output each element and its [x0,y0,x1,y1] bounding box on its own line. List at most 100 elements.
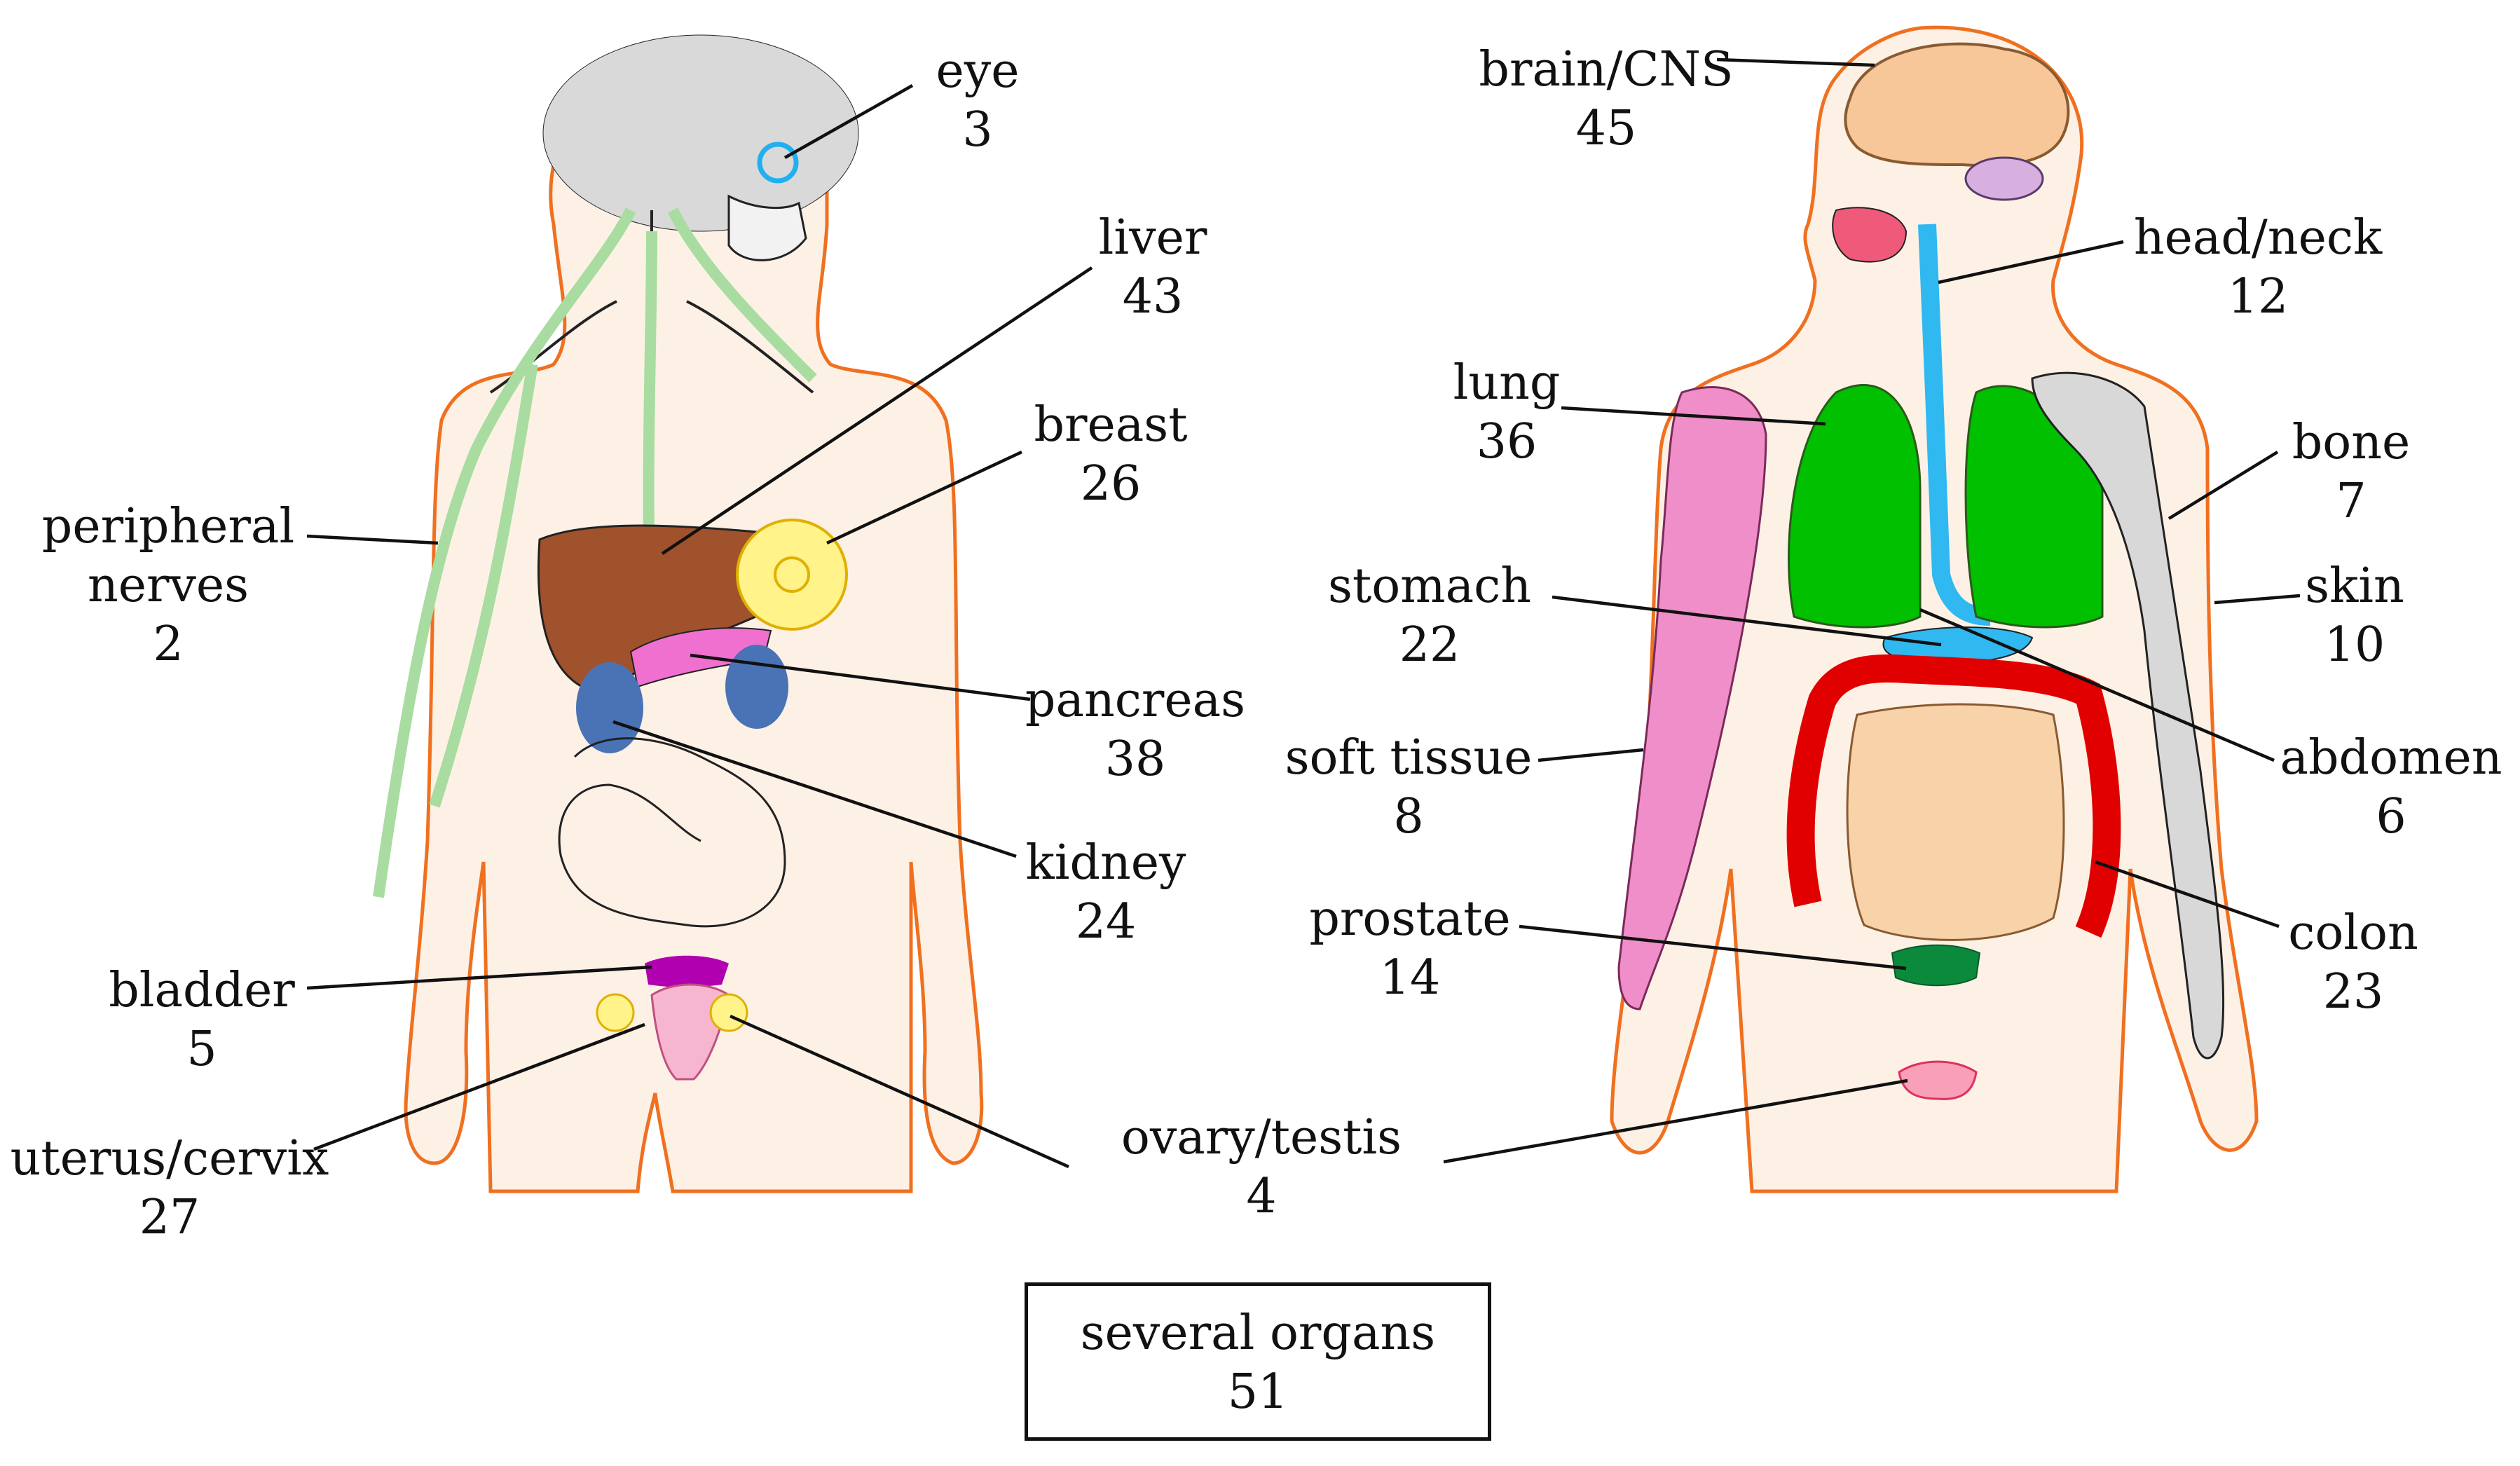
label-brain-cns-count: 45 [1575,101,1637,156]
line-brain [1716,57,1875,67]
label-ovary-testis: ovary/testis 4 [1121,1109,1402,1226]
label-prostate-count: 14 [1379,950,1441,1006]
label-uterus-cervix: uterus/cervix 27 [11,1130,329,1247]
line-lung [1561,406,1826,426]
line-bladder [306,965,652,990]
label-pancreas-count: 38 [1104,732,1166,787]
label-kidney-count: 24 [1075,894,1137,950]
skull [542,34,859,232]
label-stomach-count: 22 [1399,617,1460,673]
label-colon-name: colon [2288,905,2418,961]
nerve-network [373,207,817,898]
intestine-shape [558,737,786,928]
label-peripheral-nerves-name-2: nerves [87,558,249,613]
label-bone: bone 7 [2292,413,2411,531]
line-uterus [313,1022,645,1151]
label-bladder-name: bladder [109,963,295,1018]
label-abdomen-count: 6 [2376,789,2406,844]
line-breast [826,450,1022,545]
label-breast-name: breast [1034,397,1188,453]
label-skin: skin 10 [2305,557,2404,675]
label-breast: breast 26 [1034,396,1187,514]
label-liver-count: 43 [1122,269,1184,324]
label-lung: lung 36 [1453,354,1561,472]
label-bladder-count: 5 [186,1022,217,1077]
label-stomach: stomach 22 [1328,557,1531,675]
label-skin-name: skin [2305,559,2404,614]
line-liver [661,266,1093,555]
label-prostate: prostate 14 [1309,890,1510,1008]
line-colon [2095,860,2280,929]
summary-count: 51 [1227,1364,1289,1420]
label-colon-count: 23 [2322,964,2384,1020]
breast-center [774,556,810,593]
label-head-neck-name: head/neck [2133,210,2383,266]
line-head-neck [1938,240,2124,285]
label-bone-name: bone [2292,415,2411,470]
label-prostate-name: prostate [1309,891,1511,947]
ovary-left-shape [596,993,635,1032]
label-pancreas: pancreas 38 [1025,671,1245,789]
label-brain-cns: brain/CNS 45 [1479,41,1733,158]
bladder-shape [645,955,729,987]
label-soft-tissue: soft tissue 8 [1285,729,1533,847]
male-figure [1610,25,2259,1193]
label-skin-count: 10 [2324,617,2385,673]
line-kidney [612,720,1017,858]
label-pancreas-name: pancreas [1025,673,1246,728]
label-kidney: kidney 24 [1026,834,1186,952]
label-peripheral-nerves-count: 2 [153,617,184,672]
ovary-right-shape [709,993,748,1032]
label-eye-count: 3 [962,102,993,158]
label-lung-count: 36 [1476,414,1538,470]
line-stomach [1552,595,1942,647]
label-peripheral-nerves: peripheral nerves 2 [42,498,294,674]
label-abdomen: abdomen 6 [2280,729,2502,847]
label-eye-name: eye [936,43,1020,99]
lung-left-shape [1788,383,1922,629]
brain-shape [1844,42,2070,167]
arm-bone-shape [2031,371,2225,1060]
uterus-shape [650,983,730,1081]
label-lung-name: lung [1453,355,1561,411]
line-skin [2214,594,2301,605]
label-bone-count: 7 [2336,474,2367,529]
label-eye: eye 3 [936,42,1020,160]
mouth-throat-shape [1832,207,1908,263]
label-ovary-testis-count: 4 [1246,1169,1277,1224]
label-liver-name: liver [1098,210,1207,266]
jaw [727,194,807,261]
line-ovary-right [1443,1078,1908,1164]
line-soft-tissue [1538,748,1644,762]
label-breast-count: 26 [1080,456,1142,512]
prostate-shape [1891,944,1981,987]
label-uterus-cervix-name: uterus/cervix [10,1131,329,1186]
label-soft-tissue-count: 8 [1393,789,1424,844]
label-kidney-name: kidney [1025,835,1186,891]
line-bone [2168,451,2279,520]
label-abdomen-name: abdomen [2280,730,2502,786]
line-peripheral-nerves [306,534,439,545]
summary-box: several organs 51 [1025,1282,1491,1441]
arm-muscle-shape [1617,386,1767,1011]
label-peripheral-nerves-name-1: peripheral [41,499,295,554]
label-bladder: bladder 5 [109,961,295,1079]
leader-lines [306,57,2301,1169]
label-stomach-name: stomach [1327,559,1532,614]
cerebellum-shape [1964,156,2044,201]
line-abdomen [1919,608,2275,762]
label-ovary-testis-name: ovary/testis [1121,1110,1402,1165]
label-colon: colon 23 [2288,904,2418,1022]
eye-marker [757,142,799,184]
label-head-neck: head/neck 12 [2134,209,2382,327]
colon-shape [1786,654,2121,938]
label-head-neck-count: 12 [2227,269,2289,324]
label-liver: liver 43 [1099,209,1207,327]
breast-shape [736,519,848,631]
testis-shape [1898,1060,1978,1100]
small-intestine-shape [1846,703,2065,941]
label-brain-cns-name: brain/CNS [1479,42,1734,97]
female-figure [373,34,984,1193]
